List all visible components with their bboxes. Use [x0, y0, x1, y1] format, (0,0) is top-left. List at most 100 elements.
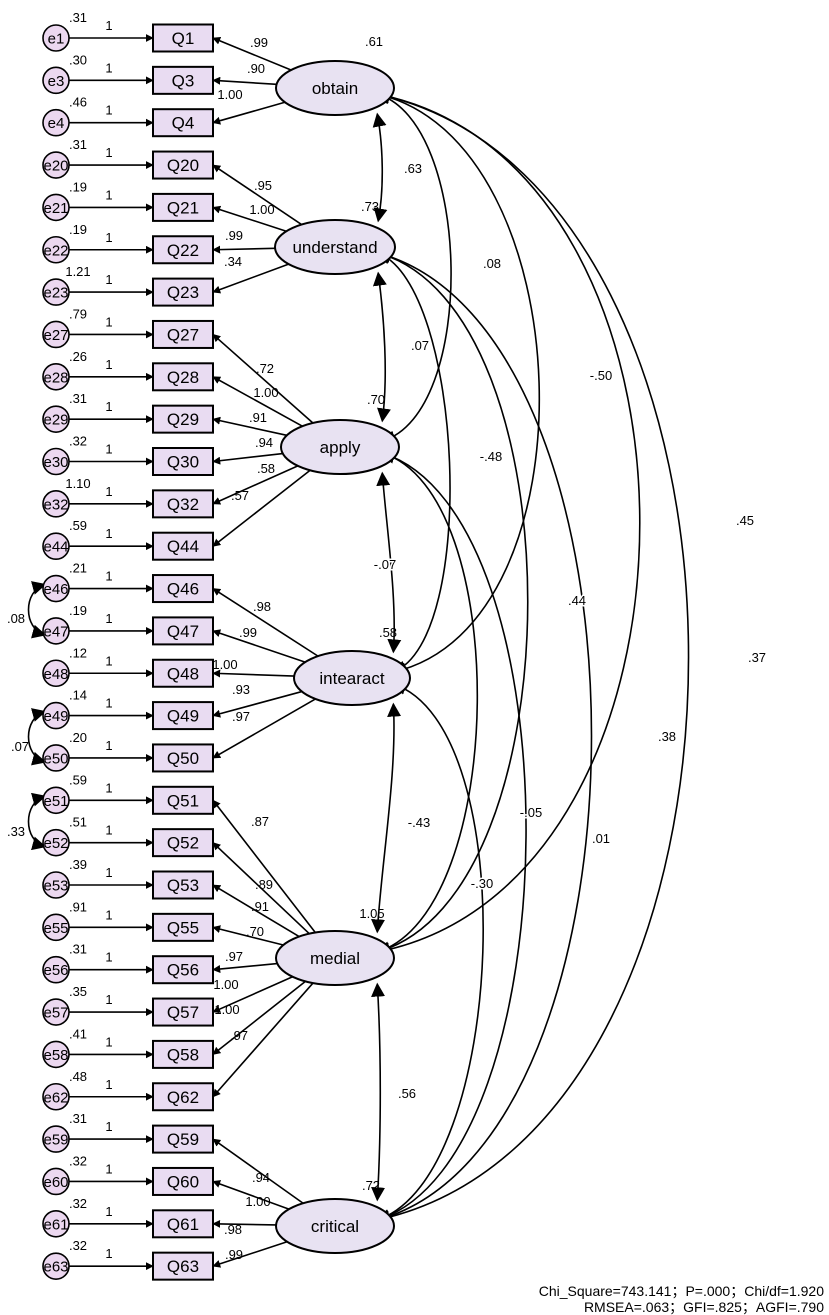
loading-path-critical-Q61 — [212, 1219, 277, 1228]
latent-label-critical: critical — [311, 1217, 359, 1236]
covariance-label-apply-intearact: -.07 — [374, 557, 396, 572]
error-label-e46: e46 — [43, 581, 68, 598]
covariance-label-obtain-critical: .37 — [748, 650, 766, 665]
latent-understand — [274, 219, 396, 275]
error-label-e49: e49 — [43, 708, 68, 725]
covariance-label-understand-apply: .07 — [411, 338, 429, 353]
error-label-e55: e55 — [43, 920, 68, 937]
error-node-e61 — [42, 1210, 70, 1238]
error-variance-e62: .48 — [69, 1069, 87, 1084]
error-label-e56: e56 — [43, 962, 68, 979]
item-box-Q1 — [152, 23, 214, 53]
error-variance-e20: .31 — [69, 137, 87, 152]
error-label-e57: e57 — [43, 1005, 68, 1022]
error-variance-e47: .19 — [69, 603, 87, 618]
error-variance-e32: 1.10 — [65, 476, 90, 491]
item-label-Q23: Q23 — [167, 283, 199, 302]
error-covariance-e51-e52 — [27, 792, 47, 851]
item-box-Q47 — [152, 616, 214, 646]
item-label-Q28: Q28 — [167, 368, 199, 387]
item-box-Q46 — [152, 574, 214, 604]
error-node-e22 — [42, 235, 70, 264]
error-label-e32: e32 — [43, 496, 68, 513]
error-variance-e4: .46 — [69, 95, 87, 110]
item-label-Q63: Q63 — [167, 1257, 199, 1276]
loading-label-Q56: .97 — [225, 949, 243, 964]
item-box-Q62 — [152, 1082, 214, 1112]
item-box-Q30 — [152, 447, 214, 476]
error-label-e29: e29 — [43, 412, 68, 429]
error-label-e59: e59 — [43, 1132, 68, 1149]
item-label-Q53: Q53 — [167, 876, 199, 895]
loading-label-Q32: .58 — [257, 461, 275, 476]
error-variance-e55: .91 — [69, 899, 87, 914]
item-box-Q51 — [152, 785, 214, 815]
item-label-Q48: Q48 — [167, 664, 199, 683]
error-node-e30 — [42, 447, 70, 476]
covariance-apply-critical — [375, 450, 527, 1223]
loading-label-Q22: .99 — [225, 228, 243, 243]
item-box-Q49 — [152, 701, 214, 731]
error-label-e44: e44 — [43, 539, 68, 556]
latent-label-intearact: intearact — [319, 669, 384, 688]
error-variance-e51: .59 — [69, 772, 87, 787]
item-box-Q32 — [152, 489, 214, 519]
loading-path-intearact-Q46 — [212, 587, 319, 657]
error-node-e1 — [42, 24, 70, 52]
latent-variance-obtain: .61 — [365, 34, 383, 49]
error-path-label-e23: 1 — [105, 272, 112, 287]
error-path-label-e29: 1 — [105, 399, 112, 414]
error-variance-e57: .35 — [69, 984, 87, 999]
item-box-Q59 — [152, 1124, 214, 1154]
loading-path-medial-Q55 — [212, 925, 284, 946]
loading-path-medial-Q62 — [212, 982, 314, 1098]
item-label-Q55: Q55 — [167, 918, 199, 937]
item-box-Q56 — [152, 955, 214, 985]
error-variance-e46: .21 — [69, 561, 87, 576]
error-label-e23: e23 — [43, 285, 68, 302]
covariance-label-obtain-intearact: -.50 — [590, 368, 612, 383]
error-variance-e58: .41 — [69, 1026, 87, 1041]
loading-path-critical-Q63 — [212, 1241, 288, 1268]
loading-path-understand-Q22 — [212, 245, 276, 254]
item-label-Q1: Q1 — [172, 29, 195, 48]
latent-medial — [275, 930, 395, 986]
covariance-label-obtain-understand: .63 — [404, 161, 422, 176]
error-node-e62 — [42, 1082, 70, 1111]
error-node-e32 — [42, 490, 70, 518]
loading-path-apply-Q28 — [212, 376, 303, 427]
error-variance-e63: .32 — [69, 1238, 87, 1253]
error-node-e51 — [42, 786, 70, 815]
error-variance-e29: .31 — [69, 391, 87, 406]
item-box-Q22 — [152, 235, 214, 265]
error-covariance-label-e51-e52: .33 — [7, 824, 25, 839]
error-node-e46 — [42, 574, 70, 603]
fit-statistics-line-2: RMSEA=.063；GFI=.825；AGFI=.790 — [584, 1299, 824, 1315]
error-path-label-e3: 1 — [105, 60, 112, 75]
error-path-label-e51: 1 — [105, 780, 112, 795]
item-box-Q63 — [152, 1251, 214, 1281]
error-path-label-e63: 1 — [105, 1246, 112, 1261]
error-path-label-e52: 1 — [105, 823, 112, 838]
item-label-Q58: Q58 — [167, 1045, 199, 1064]
loading-label-Q49: .93 — [232, 682, 250, 697]
error-node-e47 — [42, 617, 70, 645]
error-label-e60: e60 — [43, 1174, 68, 1191]
latent-critical — [275, 1198, 395, 1254]
latent-label-medial: medial — [310, 949, 360, 968]
loading-label-Q52: .89 — [255, 877, 273, 892]
covariance-obtain-critical — [375, 89, 690, 1225]
error-node-e44 — [42, 532, 70, 561]
item-box-Q52 — [152, 828, 214, 858]
loading-path-critical-Q60 — [212, 1180, 290, 1210]
error-label-e63: e63 — [43, 1259, 68, 1276]
error-path-label-e50: 1 — [105, 738, 112, 753]
error-variance-e28: .26 — [69, 349, 87, 364]
item-label-Q57: Q57 — [167, 1003, 199, 1022]
item-box-Q58 — [152, 1039, 214, 1069]
item-label-Q61: Q61 — [167, 1215, 199, 1234]
loading-path-obtain-Q1 — [212, 37, 292, 71]
loading-path-apply-Q32 — [212, 465, 299, 505]
item-label-Q4: Q4 — [172, 114, 195, 133]
covariance-apply-medial — [375, 450, 479, 955]
